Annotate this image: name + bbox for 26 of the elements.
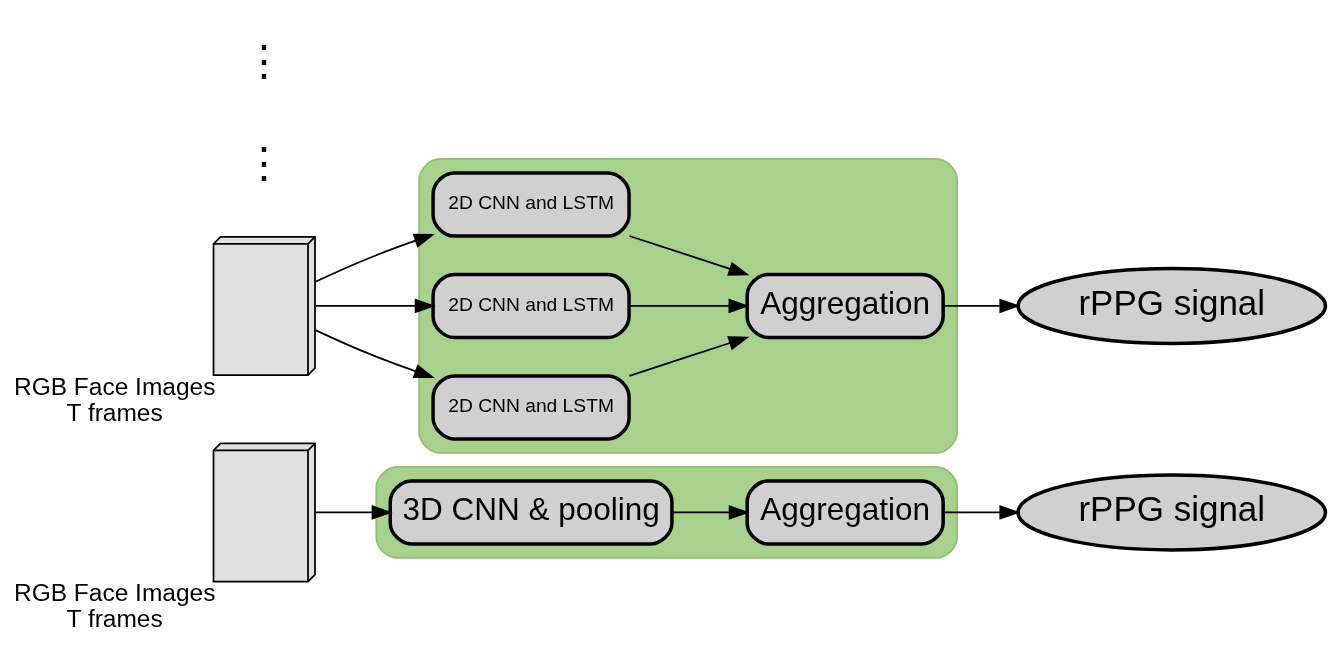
- node-box: 2D CNN and LSTM: [431, 272, 631, 339]
- arrow: [942, 298, 1021, 313]
- arrow: [314, 233, 435, 283]
- node-ellipse: rPPG signal: [1016, 472, 1328, 552]
- node-ellipse: rPPG signal: [1016, 266, 1328, 345]
- label: ⋮: [243, 36, 286, 84]
- arrow: [628, 234, 750, 276]
- node-label: RGB Face Images: [13, 372, 216, 400]
- node-label: RGB Face Images: [13, 578, 216, 606]
- node-label: T frames: [66, 398, 163, 426]
- node-box: Aggregation: [745, 272, 945, 339]
- arrow: [628, 335, 750, 377]
- node-box: 2D CNN and LSTM: [431, 170, 631, 238]
- arrow: [942, 504, 1021, 520]
- node-box: 2D CNN and LSTM: [431, 373, 631, 441]
- node-label: T frames: [66, 604, 163, 632]
- arrow: [314, 328, 435, 378]
- arrow: [314, 504, 393, 520]
- cluster: [375, 465, 958, 559]
- node-box: Aggregation: [745, 478, 945, 546]
- node-box: 3D CNN & pooling: [388, 478, 674, 546]
- arrow: [671, 504, 750, 520]
- cluster: [418, 157, 958, 454]
- arrow: [628, 298, 750, 313]
- arrow: [314, 298, 436, 313]
- label: ⋮: [243, 138, 286, 186]
